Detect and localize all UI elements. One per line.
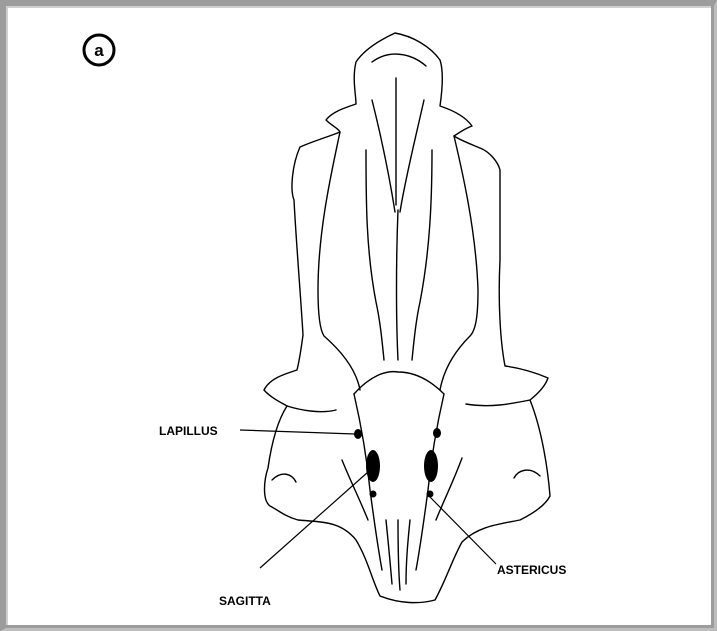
sagitta-right xyxy=(424,450,438,482)
snout-right-line xyxy=(400,100,424,212)
astericus-label: ASTERICUS xyxy=(497,563,566,577)
sagitta-leader xyxy=(260,472,368,568)
sagitta-label: SAGITTA xyxy=(219,594,271,608)
right-wing-notch xyxy=(514,470,540,478)
left-wing-detail xyxy=(287,406,336,412)
left-orbit-inner xyxy=(366,150,384,360)
lapillus-leader xyxy=(240,430,355,434)
lapillus-label: LAPILLUS xyxy=(159,424,218,438)
panel-label-text: a xyxy=(94,41,104,60)
astericus-right xyxy=(427,491,434,498)
skull-outline xyxy=(264,33,550,603)
braincase-right xyxy=(416,394,444,570)
left-inner-post xyxy=(342,460,368,520)
astericus-leader xyxy=(430,497,496,564)
sagitta-left xyxy=(366,450,380,482)
lapillus-right xyxy=(433,428,441,438)
right-wing-detail xyxy=(466,400,530,406)
midline-ridge xyxy=(397,210,399,360)
snout-tip-ridge xyxy=(372,54,426,66)
posterior-process-mid xyxy=(398,520,400,590)
right-inner-post xyxy=(436,458,462,520)
right-orbit-inner xyxy=(412,150,432,360)
left-wing-notch xyxy=(272,474,296,482)
right-orbit-arm xyxy=(440,136,478,390)
panel-label: a xyxy=(84,35,114,65)
posterior-process-right xyxy=(406,520,410,584)
braincase-top xyxy=(354,372,444,394)
left-orbit-arm xyxy=(318,132,360,390)
posterior-process-left xyxy=(386,520,392,584)
lapillus-left xyxy=(354,429,362,439)
snout-left-line xyxy=(372,100,395,212)
astericus-left xyxy=(370,491,377,498)
